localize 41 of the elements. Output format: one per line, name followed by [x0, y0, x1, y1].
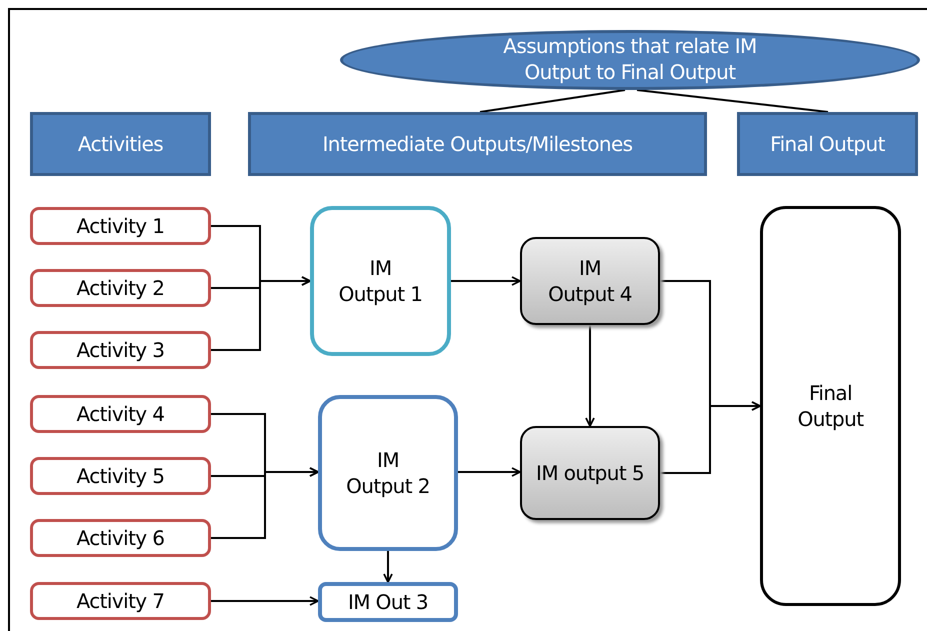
connector-arrow	[211, 596, 319, 606]
activity-box	[30, 207, 211, 245]
node-label: IM Output 1	[338, 255, 424, 307]
node-label: Activity 1	[76, 213, 164, 239]
header-box	[248, 112, 707, 176]
final-output-box	[760, 206, 901, 606]
node-label: Activity 3	[76, 337, 164, 363]
node-label: Activity 5	[76, 463, 164, 489]
connector-arrow	[211, 276, 311, 351]
connector-arrow	[451, 276, 521, 286]
heading-text: Assumptions that relate IM Output to Final Output	[502, 33, 758, 85]
output-box	[318, 395, 458, 551]
heading-text: Intermediate Outputs/Milestones	[322, 131, 632, 157]
node-label: IM output 5	[536, 460, 644, 486]
heading-text: Final Output	[770, 131, 885, 157]
activity-box	[30, 457, 211, 495]
node-label: IM Out 3	[348, 589, 428, 615]
node-label: IM Output 2	[345, 447, 431, 499]
node-label: Activity 4	[76, 401, 164, 427]
header-box	[30, 112, 211, 176]
activity-box	[30, 331, 211, 369]
output-box	[520, 237, 660, 325]
activity-box	[30, 582, 211, 620]
node-label: Activity 6	[76, 525, 164, 551]
node-label: IM Output 4	[547, 255, 633, 307]
connector-arrow	[383, 551, 393, 583]
activity-box	[30, 519, 211, 557]
output-box	[318, 582, 458, 622]
connector-arrow	[211, 467, 319, 539]
node-label: Activity 2	[76, 275, 164, 301]
node-label: Activity 7	[76, 588, 164, 614]
output-box	[520, 426, 660, 520]
connector-arrow	[660, 401, 761, 474]
node-label: Final Output	[796, 380, 865, 432]
activity-box	[30, 269, 211, 307]
activity-box	[30, 395, 211, 433]
connector-arrow	[458, 467, 521, 477]
output-box	[310, 206, 451, 356]
heading-text: Activities	[78, 131, 164, 157]
header-box	[737, 112, 918, 176]
connector-arrow	[585, 325, 595, 427]
